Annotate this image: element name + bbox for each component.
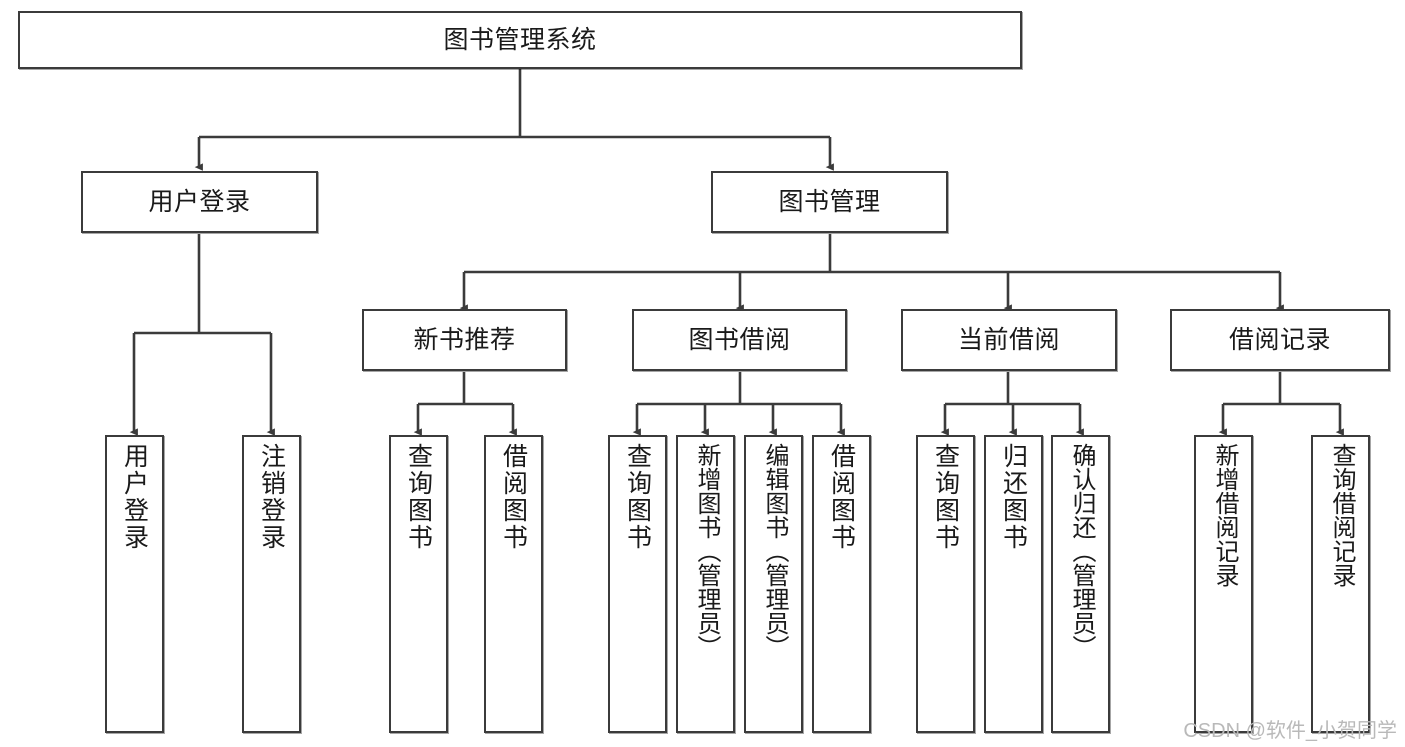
node-label: 新增借阅记录 xyxy=(1210,443,1238,587)
leaf-user-login-logout[interactable]: 注销登录 xyxy=(242,435,301,733)
node-book-borrow[interactable]: 图书借阅 xyxy=(632,309,847,371)
leaf-new-book-query[interactable]: 查询图书 xyxy=(389,435,448,733)
node-label: 查询图书 xyxy=(404,443,433,551)
leaf-current-borrow-query[interactable]: 查询图书 xyxy=(916,435,975,733)
leaf-current-borrow-confirm-return[interactable]: 确认归还（管理员） xyxy=(1051,435,1110,733)
node-current-borrow[interactable]: 当前借阅 xyxy=(901,309,1117,371)
leaf-borrow-record-query[interactable]: 查询借阅记录 xyxy=(1311,435,1370,733)
node-label: 注销登录 xyxy=(257,443,286,551)
leaf-new-book-borrow[interactable]: 借阅图书 xyxy=(484,435,543,733)
leaf-current-borrow-return[interactable]: 归还图书 xyxy=(984,435,1043,733)
leaf-borrow-record-add[interactable]: 新增借阅记录 xyxy=(1194,435,1253,733)
node-label: 图书管理系统 xyxy=(443,26,597,54)
leaf-book-borrow-borrow[interactable]: 借阅图书 xyxy=(812,435,871,733)
node-label: 归还图书 xyxy=(999,443,1028,551)
node-label: 借阅图书 xyxy=(499,443,528,551)
node-user-login[interactable]: 用户登录 xyxy=(81,171,318,233)
node-label: 编辑图书（管理员） xyxy=(760,443,788,659)
node-label: 图书借阅 xyxy=(688,326,791,354)
node-label: 确认归还（管理员） xyxy=(1067,443,1095,659)
node-root-book-management-system[interactable]: 图书管理系统 xyxy=(18,11,1022,69)
node-label: 借阅记录 xyxy=(1228,326,1331,354)
node-book-management[interactable]: 图书管理 xyxy=(711,171,948,233)
leaf-user-login-login[interactable]: 用户登录 xyxy=(105,435,164,733)
node-label: 新书推荐 xyxy=(413,326,516,354)
node-label: 用户登录 xyxy=(120,443,149,551)
node-label: 查询图书 xyxy=(623,443,652,551)
node-borrow-record[interactable]: 借阅记录 xyxy=(1170,309,1390,371)
node-new-book-recommend[interactable]: 新书推荐 xyxy=(362,309,567,371)
node-label: 用户登录 xyxy=(148,188,251,216)
leaf-book-borrow-query[interactable]: 查询图书 xyxy=(608,435,667,733)
leaf-book-borrow-add[interactable]: 新增图书（管理员） xyxy=(676,435,735,733)
watermark-text: CSDN @软件_小贺同学 xyxy=(1183,720,1397,742)
node-label: 查询图书 xyxy=(931,443,960,551)
node-label: 新增图书（管理员） xyxy=(692,443,720,659)
node-label: 查询借阅记录 xyxy=(1327,443,1355,587)
node-label: 借阅图书 xyxy=(827,443,856,551)
node-label: 图书管理 xyxy=(778,188,881,216)
leaf-book-borrow-edit[interactable]: 编辑图书（管理员） xyxy=(744,435,803,733)
node-label: 当前借阅 xyxy=(957,326,1060,354)
